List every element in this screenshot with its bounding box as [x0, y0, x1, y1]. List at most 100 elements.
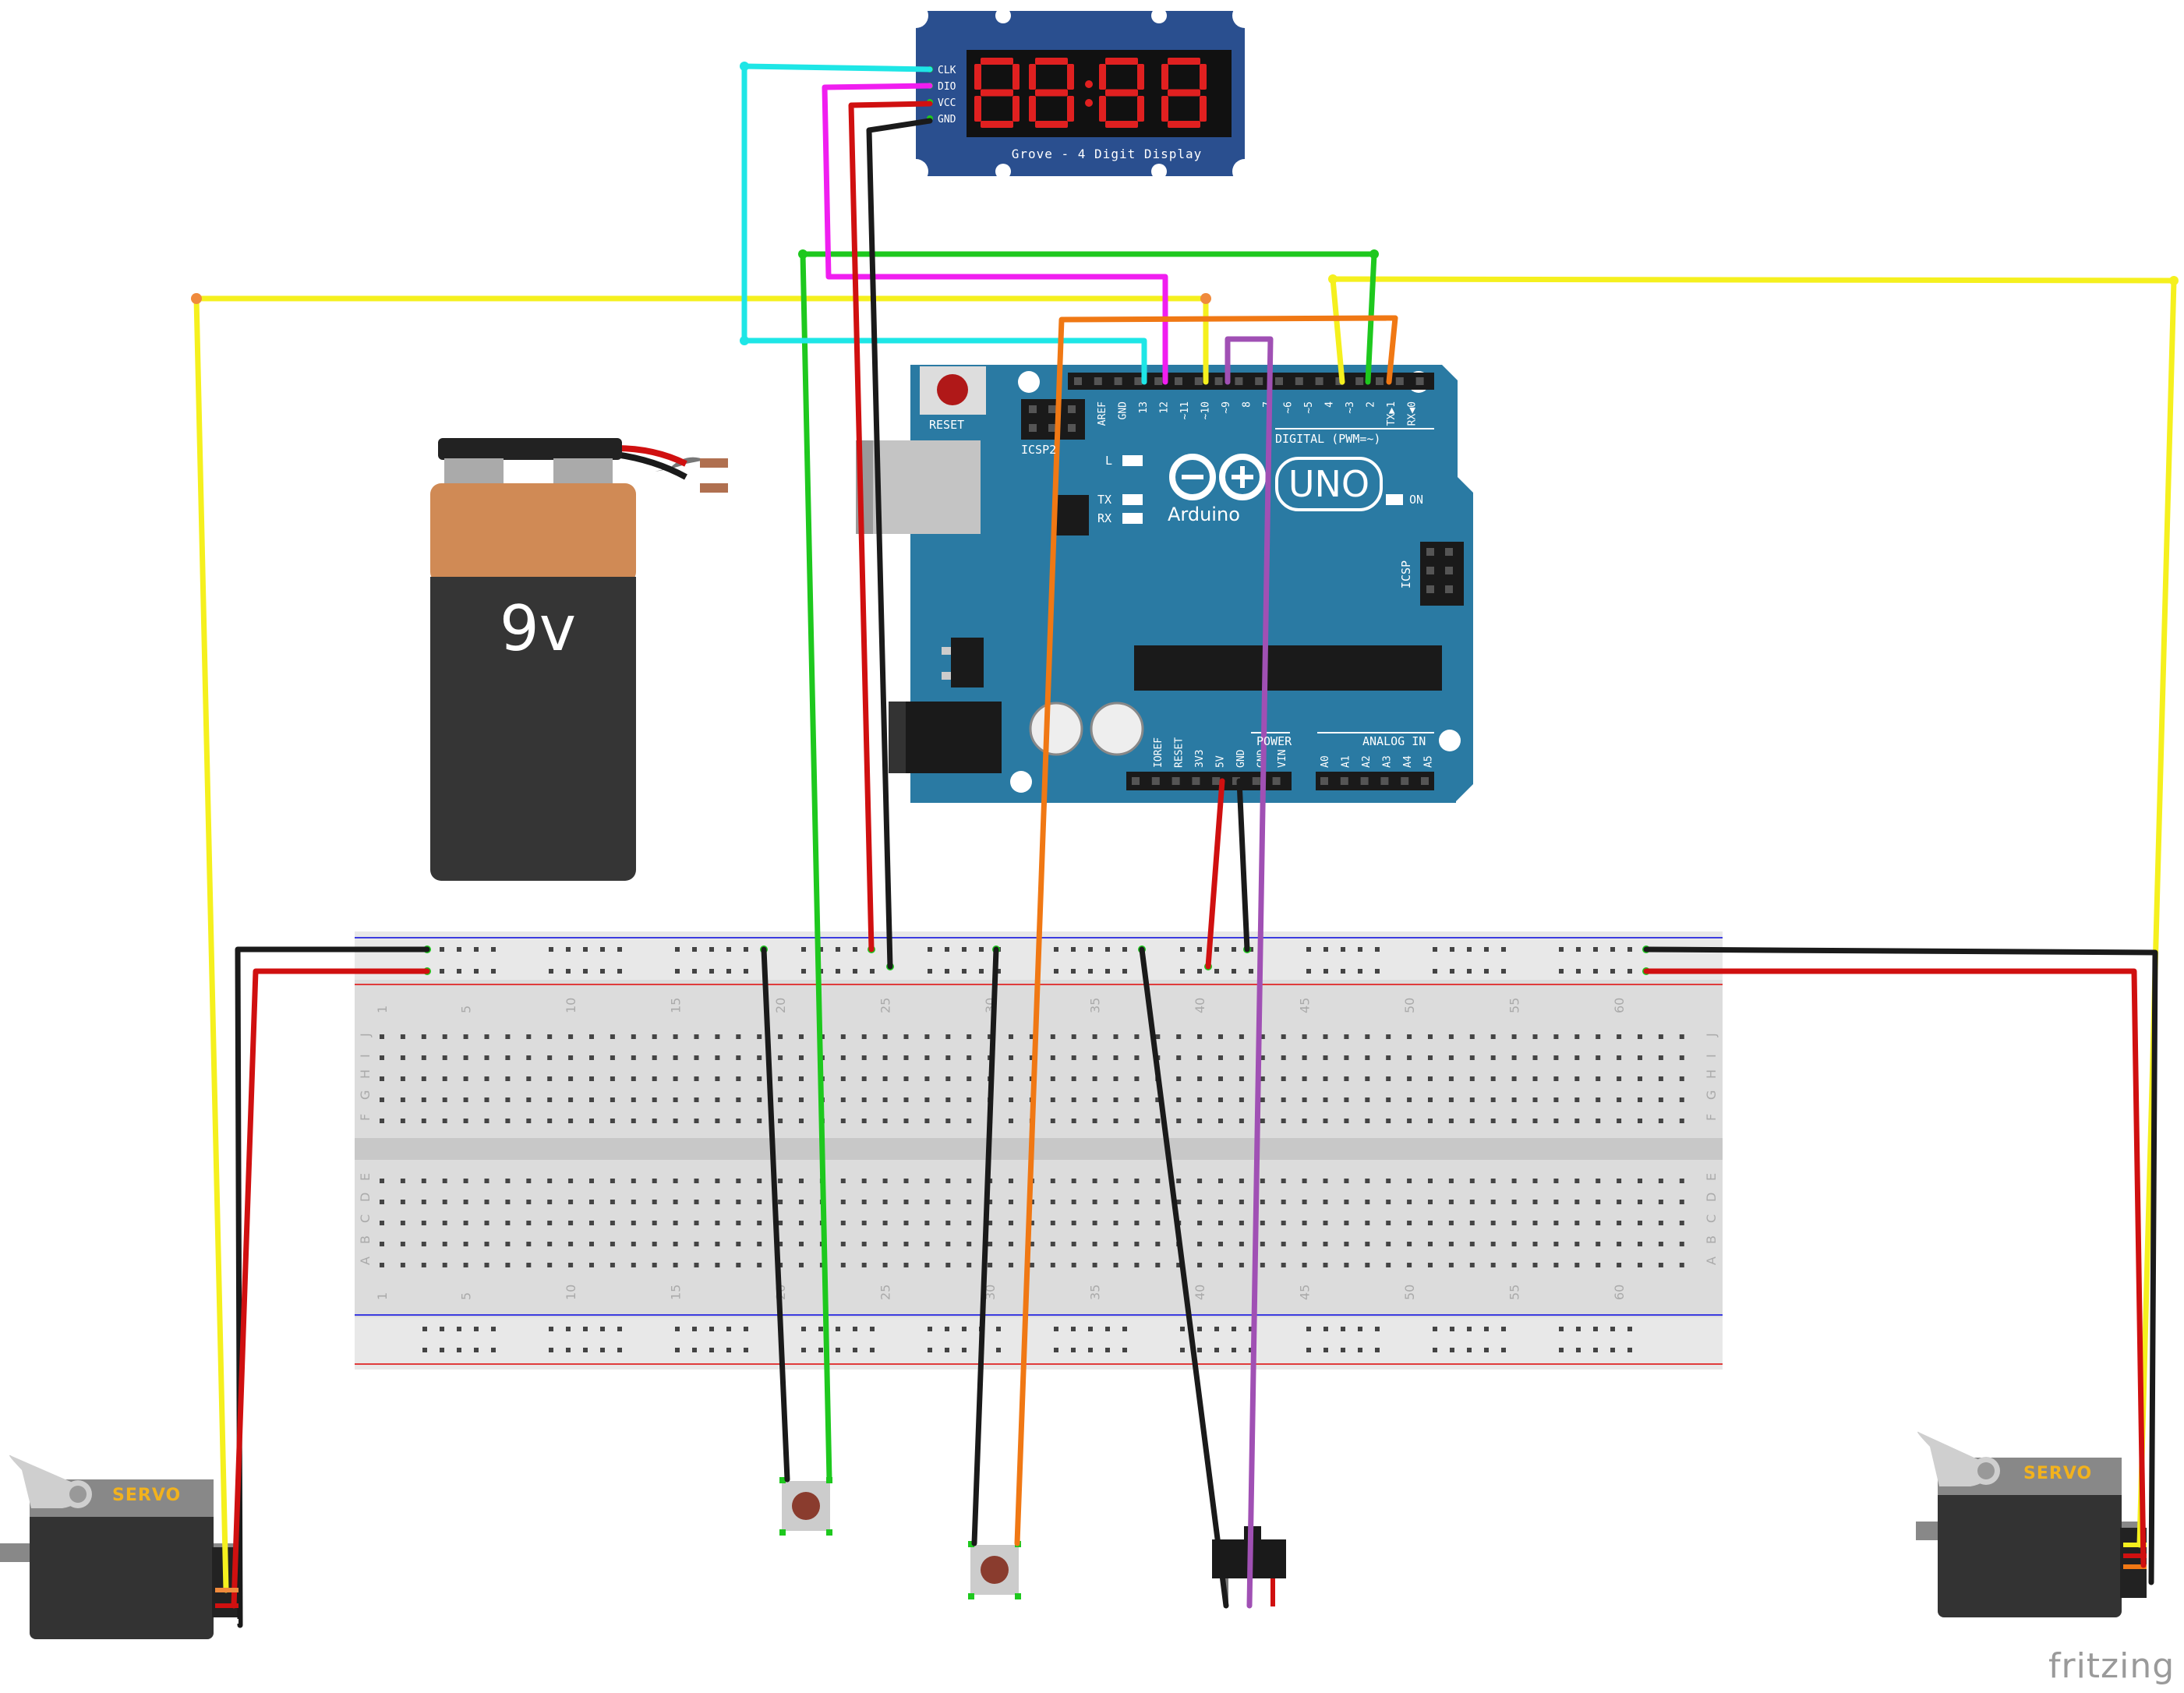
- reset-label: RESET: [929, 418, 965, 432]
- analog-pin-label: A5: [1423, 755, 1435, 768]
- power-pin-label: GND: [1235, 749, 1247, 768]
- column-number: 40: [1193, 998, 1207, 1013]
- digital-pin-label: 2: [1366, 401, 1377, 408]
- wire-purple-switch: [1225, 336, 1274, 1609]
- display-pin-label: CLK: [938, 65, 956, 76]
- tx-led-label: TX: [1097, 493, 1112, 507]
- analog-pin-label: A3: [1382, 755, 1394, 768]
- icsp2-header: [1021, 399, 1085, 440]
- power-header: [1126, 772, 1292, 790]
- wire-red-5v: [1205, 778, 1225, 970]
- row-letter: I: [1704, 1054, 1719, 1058]
- wire-black-gnd-arduino: [1236, 778, 1250, 953]
- row-letter: D: [358, 1193, 373, 1202]
- display-pin-label: DIO: [938, 81, 956, 93]
- l-led-label: L: [1105, 454, 1113, 468]
- fritzing-branding: fritzing: [2048, 1646, 2175, 1686]
- row-letter: E: [358, 1173, 373, 1181]
- column-number: 50: [1402, 998, 1417, 1013]
- column-number: 20: [773, 998, 788, 1013]
- row-letter: A: [1704, 1256, 1719, 1265]
- digit: [974, 58, 1020, 128]
- wire-red-vcc: [848, 101, 933, 953]
- power-pin-label: IOREF: [1153, 737, 1164, 768]
- servo-left-wire-tails: [215, 1588, 239, 1624]
- battery-label: 9v: [499, 592, 577, 665]
- breadboard-holes: [380, 945, 1684, 1352]
- row-letter: D: [1704, 1193, 1719, 1202]
- analog-header: [1316, 772, 1434, 790]
- four-digit-display: CLK DIO VCC GND: [903, 3, 1257, 184]
- digit: [1161, 58, 1207, 128]
- digital-pin-label: 13: [1138, 401, 1150, 414]
- analog-pin-label: A0: [1320, 755, 1331, 768]
- row-letter: J: [1704, 1033, 1719, 1037]
- arduino-model-label: UNO: [1275, 457, 1383, 511]
- display-pin-labels: CLK DIO VCC GND: [927, 65, 956, 125]
- power-label: POWER: [1256, 734, 1292, 748]
- push-button-1: [779, 1477, 832, 1536]
- digital-pin-label: ~5: [1303, 401, 1315, 414]
- analog-pin-label: A2: [1361, 755, 1373, 768]
- row-letter: B: [1704, 1235, 1719, 1244]
- column-number: 5: [459, 1292, 474, 1300]
- icsp-label: ICSP: [1399, 560, 1414, 589]
- digital-pin-label: ~6: [1283, 401, 1295, 414]
- row-letter: C: [358, 1214, 373, 1223]
- wire-black-button1: [761, 946, 790, 1483]
- digital-pin-label: 12: [1159, 401, 1171, 414]
- power-pin-label: VIN: [1277, 750, 1288, 768]
- power-pin-label: RESET: [1174, 737, 1186, 768]
- display-pin-label: GND: [938, 114, 956, 125]
- servo-right: [1916, 1431, 2147, 1617]
- wire-yellow-servo-left: [193, 295, 1209, 1593]
- wire-yellow-servo-right: [1330, 276, 2177, 1548]
- wire-black-button2: [971, 946, 999, 1546]
- breadboard-labels: 1155101015152020252530303535404045455050…: [358, 998, 1719, 1300]
- row-letter: G: [358, 1090, 373, 1100]
- analog-pin-label: A1: [1341, 755, 1352, 768]
- display-pin-label: VCC: [938, 97, 956, 109]
- digital-label: DIGITAL (PWM=~): [1275, 432, 1381, 446]
- row-letter: H: [358, 1069, 373, 1079]
- row-letter: I: [358, 1054, 373, 1058]
- digital-pin-label: 4: [1324, 401, 1336, 408]
- servo-right-label: SERVO: [2023, 1464, 2093, 1483]
- push-button-2: [968, 1541, 1021, 1599]
- column-number: 60: [1612, 1285, 1627, 1300]
- analog-label: ANALOG IN: [1362, 734, 1426, 748]
- arduino-brand-label: Arduino: [1168, 504, 1240, 525]
- digit: [1029, 58, 1074, 128]
- column-number: 15: [669, 1285, 684, 1300]
- digital-pin-label: TX▶1: [1386, 401, 1398, 426]
- row-letter: F: [358, 1114, 373, 1121]
- digital-pin-label: ~11: [1179, 401, 1191, 419]
- wire-red-servo-left: [231, 968, 430, 1609]
- row-letter: A: [358, 1256, 373, 1265]
- row-letter: B: [358, 1235, 373, 1244]
- column-number: 10: [564, 998, 578, 1013]
- digital-pin-label: AREF: [1097, 401, 1108, 426]
- icsp2-label: ICSP2: [1021, 443, 1057, 457]
- column-number: 5: [459, 1006, 474, 1013]
- wire-magenta-dio: [822, 83, 1168, 385]
- wire-orange-button2: [1014, 315, 1398, 1546]
- row-letter: H: [1704, 1069, 1719, 1079]
- display-label: Grove - 4 Digit Display: [1011, 147, 1203, 161]
- seven-segment-digits: [974, 58, 1207, 128]
- column-number: 60: [1612, 998, 1627, 1013]
- digital-pin-label: GND: [1118, 401, 1129, 420]
- servo-left: [0, 1454, 239, 1639]
- column-number: 35: [1088, 998, 1103, 1013]
- digital-pin-label: ~10: [1200, 401, 1212, 419]
- column-number: 55: [1507, 998, 1522, 1013]
- row-letter: G: [1704, 1090, 1719, 1100]
- digital-pin-label: RX◀0: [1407, 401, 1419, 426]
- column-number: 25: [878, 998, 893, 1013]
- column-number: 45: [1298, 1285, 1313, 1300]
- digital-pin-label: 8: [1242, 401, 1253, 408]
- column-number: 1: [375, 1006, 390, 1013]
- analog-pin-label: A4: [1402, 755, 1414, 768]
- row-letter: C: [1704, 1214, 1719, 1223]
